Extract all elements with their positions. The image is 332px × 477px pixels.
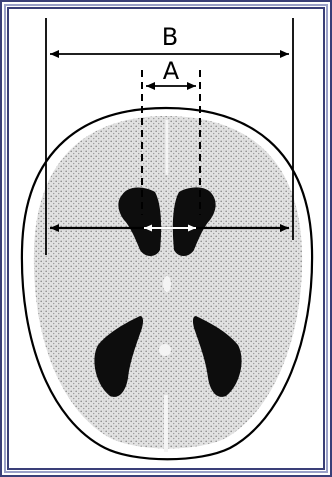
label-b: B xyxy=(162,23,178,51)
label-a: A xyxy=(163,57,180,85)
pineal-region xyxy=(159,344,171,356)
third-ventricle xyxy=(163,276,171,292)
